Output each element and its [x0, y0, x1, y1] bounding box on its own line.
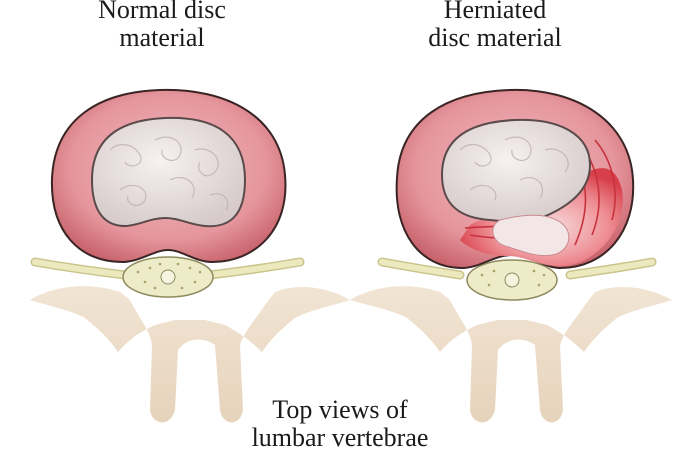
normal-disc-label-line1: Normal disc: [98, 0, 226, 24]
normal-vertebra: [30, 88, 350, 423]
herniated-disc-label-line1: Herniated: [443, 0, 547, 24]
herniated-nucleus-extrusion: [492, 214, 570, 257]
herniated-disc-label: Herniated disc material: [395, 0, 595, 52]
normal-vertebra-bone: [30, 286, 350, 423]
herniated-vertebra: [350, 88, 672, 423]
caption-label-line1: Top views of: [272, 395, 408, 424]
vertebrae-illustration: [30, 88, 672, 423]
caption-label: Top views of lumbar vertebrae: [195, 396, 485, 452]
normal-disc-label-line2: material: [119, 23, 205, 52]
caption-label-line2: lumbar vertebrae: [251, 423, 429, 452]
normal-disc-nucleus: [90, 116, 247, 228]
herniated-vertebra-bone: [350, 286, 672, 423]
normal-disc-label: Normal disc material: [62, 0, 262, 52]
herniated-disc-label-line2: disc material: [428, 23, 562, 52]
